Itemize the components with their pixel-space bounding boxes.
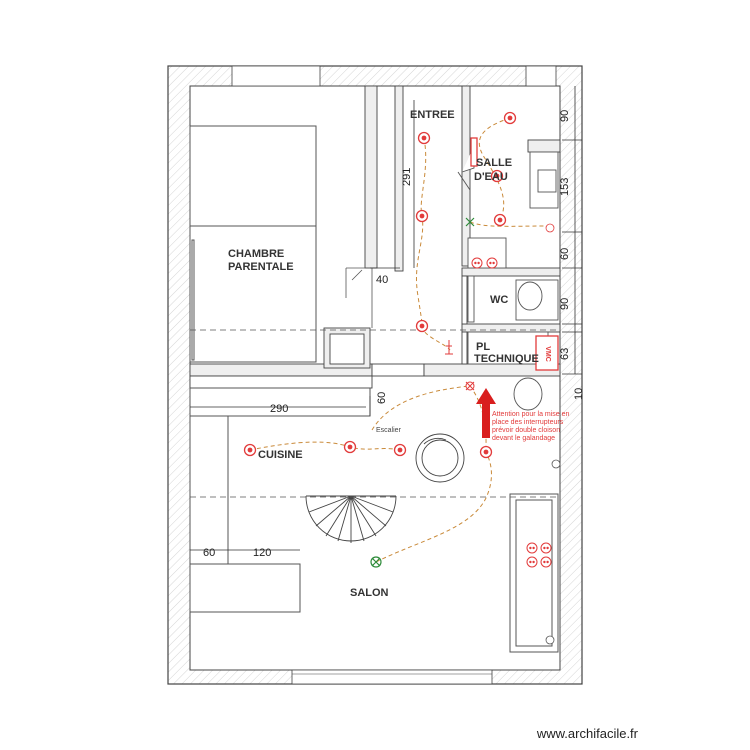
dim-right-90-top: 90: [559, 110, 571, 122]
switches: [370, 217, 475, 568]
note-line-3: prévoir double cloison: [492, 427, 560, 434]
note-line-2: place des interrupteurs: [492, 419, 564, 426]
dim-120: 120: [253, 547, 271, 559]
warning-arrow-icon: [476, 388, 496, 438]
bathroom-fixtures: [457, 146, 559, 411]
room-label-entree: ENTREE: [410, 109, 455, 121]
radiator: [470, 137, 478, 167]
room-label-salle-1: SALLE: [476, 157, 512, 169]
vmc-label: VMC: [544, 346, 551, 362]
dim-60-left: 60: [376, 392, 388, 404]
room-label-cuisine: CUISINE: [258, 449, 303, 461]
bed: [189, 125, 317, 363]
room-label-chambre-1: CHAMBRE: [228, 248, 284, 260]
note-line-4: devant le galandage: [492, 435, 555, 442]
dim-right-10: 10: [573, 388, 585, 400]
installation-note: Attention pour la mise en place des inte…: [492, 411, 570, 442]
electrical-outlets: [243, 111, 561, 645]
escalier-label: Escalier: [376, 427, 402, 434]
dim-right-90-mid: 90: [559, 298, 571, 310]
room-label-salon: SALON: [350, 587, 389, 599]
dim-right-60: 60: [559, 248, 571, 260]
kitchen-counters: [189, 387, 371, 613]
room-label-salle-2: D'EAU: [474, 171, 508, 183]
sofa: [509, 493, 559, 653]
section-lines: [190, 329, 560, 498]
dim-60-bottom: 60: [203, 547, 215, 559]
room-label-pl-2: TECHNIQUE: [474, 353, 539, 365]
dim-right-63: 63: [559, 348, 571, 360]
room-label-wc: WC: [490, 294, 508, 306]
dimension-lines: [190, 100, 415, 551]
dim-right-153: 153: [559, 178, 571, 196]
interior-walls: [189, 85, 561, 389]
right-dimension-line: [562, 86, 582, 375]
watermark: www.archifacile.fr: [536, 726, 638, 741]
vmc-box: VMC: [535, 335, 559, 371]
dim-40: 40: [376, 274, 388, 286]
room-label-chambre-2: PARENTALE: [228, 261, 294, 273]
spiral-staircase: [305, 433, 465, 543]
dim-290: 290: [270, 403, 288, 415]
dim-291: 291: [401, 168, 413, 186]
room-label-pl-1: PL: [476, 341, 490, 353]
note-line-1: Attention pour la mise en: [492, 411, 570, 418]
